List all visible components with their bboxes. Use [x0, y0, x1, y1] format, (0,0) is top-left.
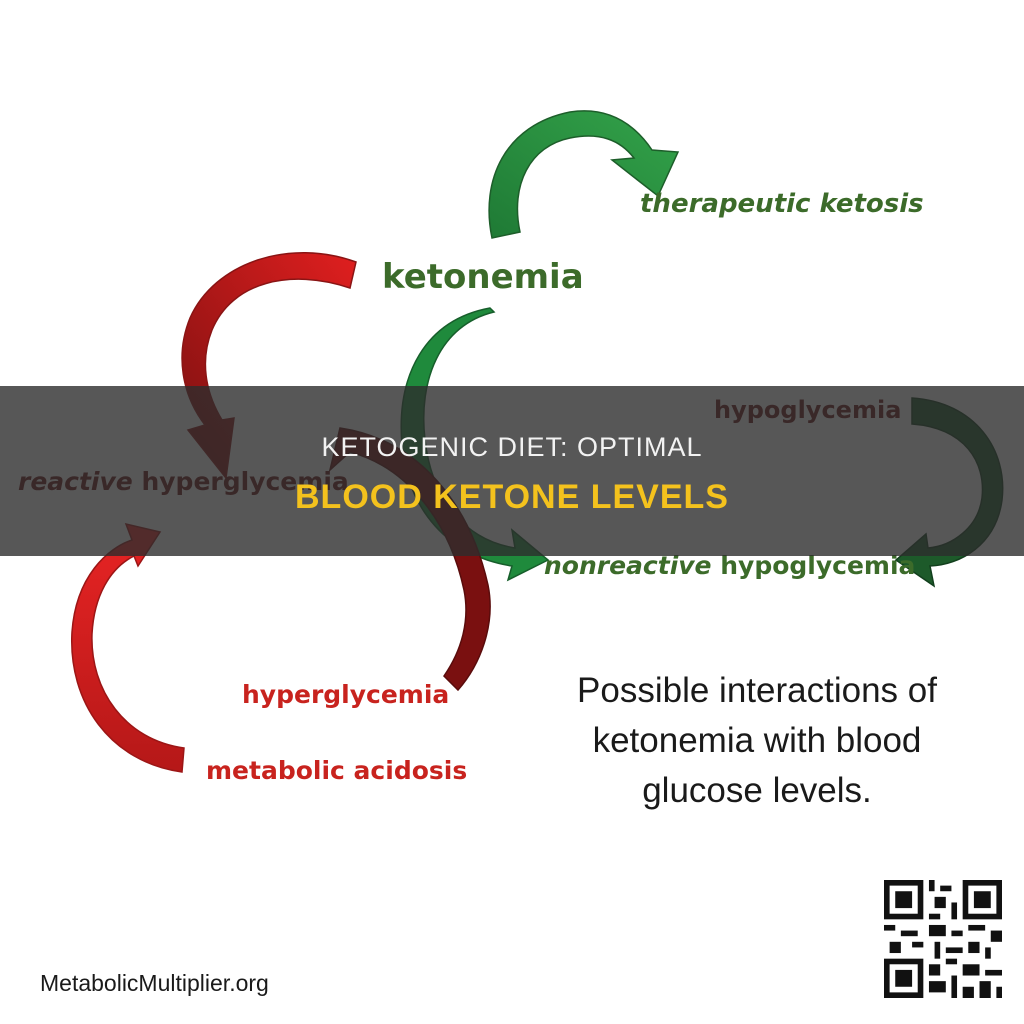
arrow-acidosis-to-reactive [71, 522, 185, 773]
arrow-to-therapeutic-ketosis [488, 110, 680, 239]
caption-line-3: glucose levels. [642, 771, 872, 810]
title-overlay-band [0, 386, 1024, 556]
node-therapeutic-ketosis: therapeutic ketosis [640, 189, 924, 219]
qr-code-icon [884, 880, 1002, 998]
source-credit: MetabolicMultiplier.org [40, 970, 269, 996]
caption-line-1: Possible interactions of [577, 671, 937, 710]
node-metabolic-acidosis: metabolic acidosis [206, 756, 467, 785]
overlay-title-line-1: KETOGENIC DIET: OPTIMAL [321, 432, 703, 462]
node-hyperglycemia: hyperglycemia [242, 680, 449, 709]
overlay-title-line-2: BLOOD KETONE LEVELS [295, 478, 729, 516]
caption-line-2: ketonemia with blood [593, 721, 922, 760]
node-ketonemia: ketonemia [382, 257, 584, 297]
